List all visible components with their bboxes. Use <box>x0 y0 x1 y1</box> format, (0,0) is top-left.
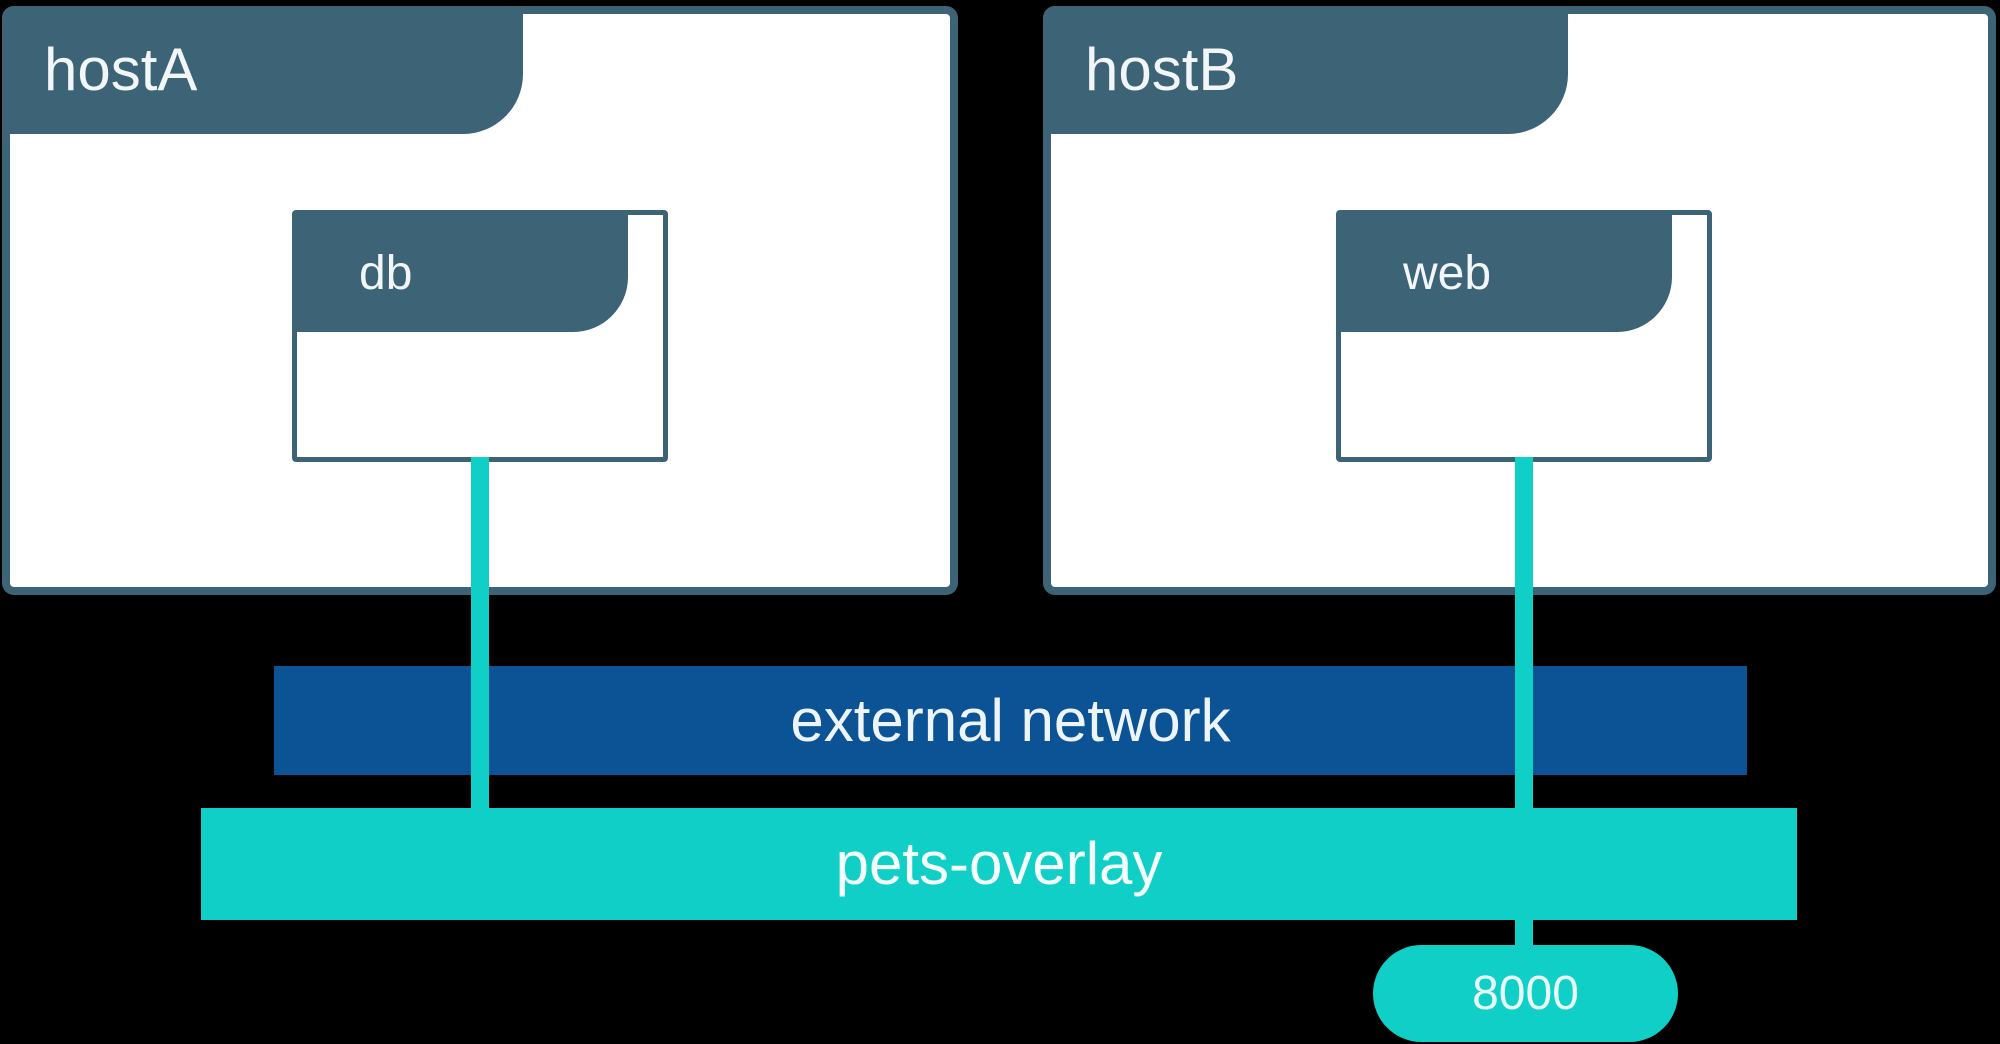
container-web-label: web <box>1403 246 1492 300</box>
connector-db-to-overlay <box>471 457 489 864</box>
overlay-network-label: pets-overlay <box>835 830 1163 897</box>
external-network-label: external network <box>790 686 1231 754</box>
host-b-tab: hostB <box>1043 6 1568 134</box>
port-badge-label: 8000 <box>1472 966 1579 1020</box>
connector-web-to-port <box>1515 457 1533 949</box>
container-db-header: db <box>297 215 628 332</box>
external-network-bar: external network <box>274 666 1747 775</box>
port-badge: 8000 <box>1373 945 1678 1042</box>
container-web-header: web <box>1341 215 1672 332</box>
overlay-network-bar: pets-overlay <box>201 808 1797 920</box>
host-b-label: hostB <box>1085 36 1239 103</box>
host-a-label: hostA <box>44 36 198 103</box>
container-db-label: db <box>359 246 413 300</box>
host-a-tab: hostA <box>2 6 523 134</box>
